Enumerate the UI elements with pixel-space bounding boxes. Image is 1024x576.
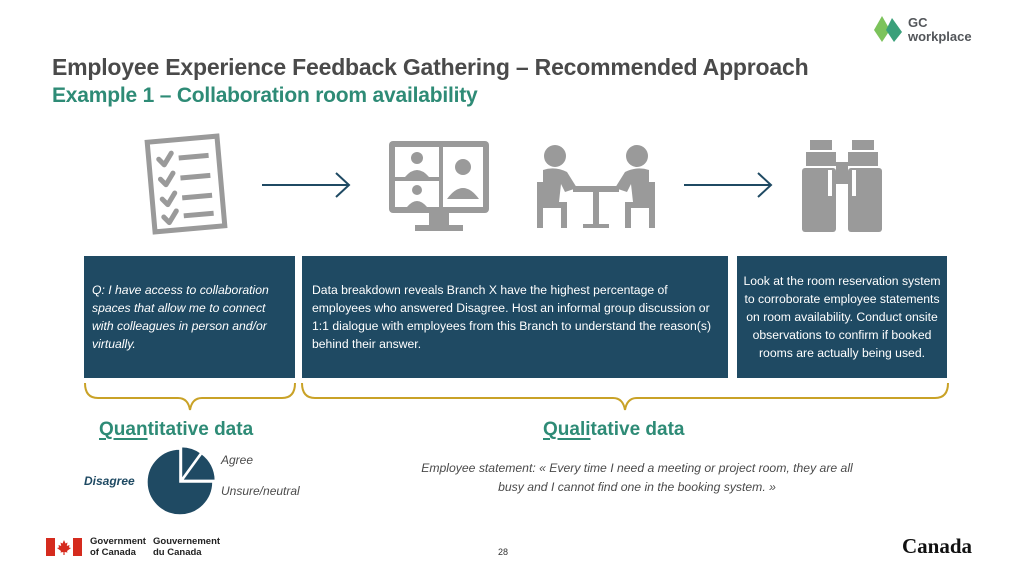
survey-question-text: Q: I have access to collaboration spaces… bbox=[92, 283, 269, 351]
pie-label-unsure: Unsure/neutral bbox=[221, 484, 300, 498]
checklist-icon bbox=[144, 133, 228, 235]
logo-text-gc: GC bbox=[908, 15, 928, 30]
canada-flag-icon bbox=[46, 538, 82, 556]
quantitative-label-prefix: Quan bbox=[99, 419, 148, 440]
arrow-right-icon bbox=[684, 172, 773, 198]
data-breakdown-text: Data breakdown reveals Branch X have the… bbox=[312, 283, 712, 351]
page-subtitle: Example 1 – Collaboration room availabil… bbox=[52, 84, 478, 107]
gov-en-line2: of Canada bbox=[90, 547, 136, 558]
quantitative-label-suffix: titative data bbox=[147, 419, 254, 440]
pie-label-disagree: Disagree bbox=[84, 474, 135, 488]
logo-text-workplace: workplace bbox=[908, 29, 972, 44]
pie-label-agree: Agree bbox=[221, 453, 254, 467]
quantitative-bracket bbox=[84, 382, 296, 411]
pie-slice-disagree bbox=[146, 448, 214, 516]
gc-workplace-logo-icon bbox=[874, 16, 902, 42]
qualitative-label-prefix: Quali bbox=[543, 419, 591, 440]
gov-fr-line1: Gouvernement bbox=[153, 536, 221, 547]
video-conference-icon bbox=[389, 141, 489, 231]
pie-slice-unsure-neutral bbox=[180, 452, 217, 482]
canada-wordmark: Canada bbox=[902, 534, 973, 558]
qualitative-data-label: Qualitative data bbox=[543, 419, 685, 441]
gc-workplace-logo: GC workplace bbox=[872, 14, 992, 46]
quantitative-data-label: Quantitative data bbox=[99, 419, 253, 441]
government-of-canada-signature: Government of Canada Gouvernement du Can… bbox=[46, 536, 236, 558]
observation-box: Look at the room reservation system to c… bbox=[737, 256, 947, 378]
qualitative-bracket bbox=[301, 382, 949, 411]
response-pie-chart bbox=[146, 445, 217, 516]
arrow-right-icon bbox=[262, 172, 351, 198]
page-number: 28 bbox=[498, 547, 509, 557]
binoculars-icon bbox=[802, 140, 882, 232]
gov-en-line1: Government bbox=[90, 536, 146, 547]
qualitative-label-suffix: tative data bbox=[590, 419, 685, 440]
employee-statement: Employee statement: « Every time I need … bbox=[421, 461, 853, 494]
page-title: Employee Experience Feedback Gathering –… bbox=[52, 54, 809, 80]
pie-slice-agree bbox=[180, 445, 202, 482]
observation-text: Look at the room reservation system to c… bbox=[743, 274, 941, 360]
gov-fr-line2: du Canada bbox=[153, 547, 202, 558]
data-breakdown-box: Data breakdown reveals Branch X have the… bbox=[302, 256, 728, 378]
survey-question-box: Q: I have access to collaboration spaces… bbox=[84, 256, 295, 378]
meeting-icon bbox=[537, 145, 655, 228]
